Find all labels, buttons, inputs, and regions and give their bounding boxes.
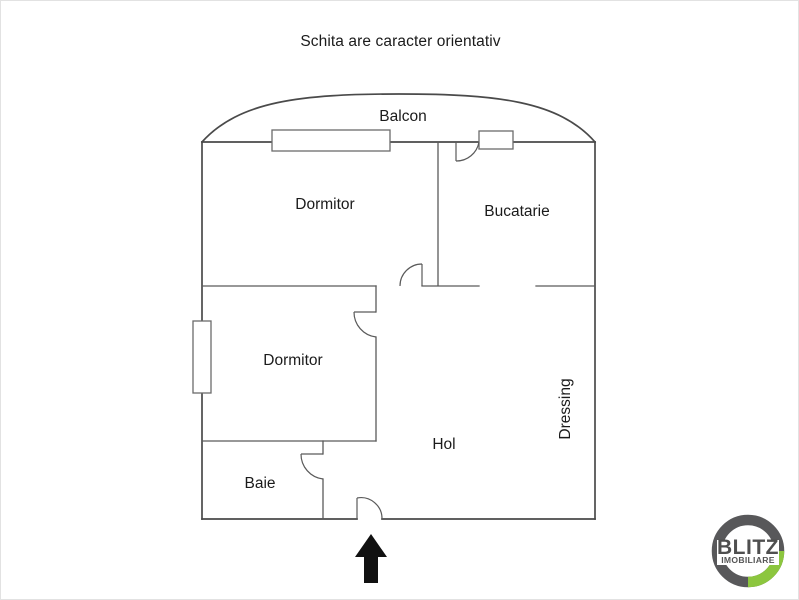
- logo-tagline: IMOBILIARE: [721, 555, 775, 565]
- room-label-bucatarie: Bucatarie: [484, 203, 549, 220]
- window-kitchen-north: [478, 130, 514, 150]
- room-label-dormitor-2: Dormitor: [263, 352, 322, 369]
- page-title: Schita are caracter orientativ: [300, 33, 501, 50]
- window-bedroom-north: [271, 129, 391, 152]
- logo-name: BLITZ: [717, 536, 779, 559]
- room-label-hol: Hol: [432, 436, 455, 453]
- window-bedroom-west: [192, 320, 212, 394]
- door-bathroom: [300, 453, 324, 480]
- entrance-arrow-icon: [355, 534, 387, 583]
- room-label-dormitor-1: Dormitor: [295, 196, 354, 213]
- room-label-dressing: Dressing: [557, 378, 574, 439]
- room-label-baie: Baie: [244, 475, 275, 492]
- balcony-arc-wall: [200, 93, 597, 144]
- door-kitchen-balcony: [455, 141, 480, 162]
- door-bedroom1-hallway: [399, 263, 423, 287]
- blitz-imobiliare-logo: BLITZ IMOBILIARE: [711, 514, 785, 588]
- door-bedroom2-hallway: [353, 311, 377, 338]
- room-label-balcon: Balcon: [379, 108, 426, 125]
- logo-text-plate: [717, 540, 779, 565]
- door-entrance: [356, 497, 383, 520]
